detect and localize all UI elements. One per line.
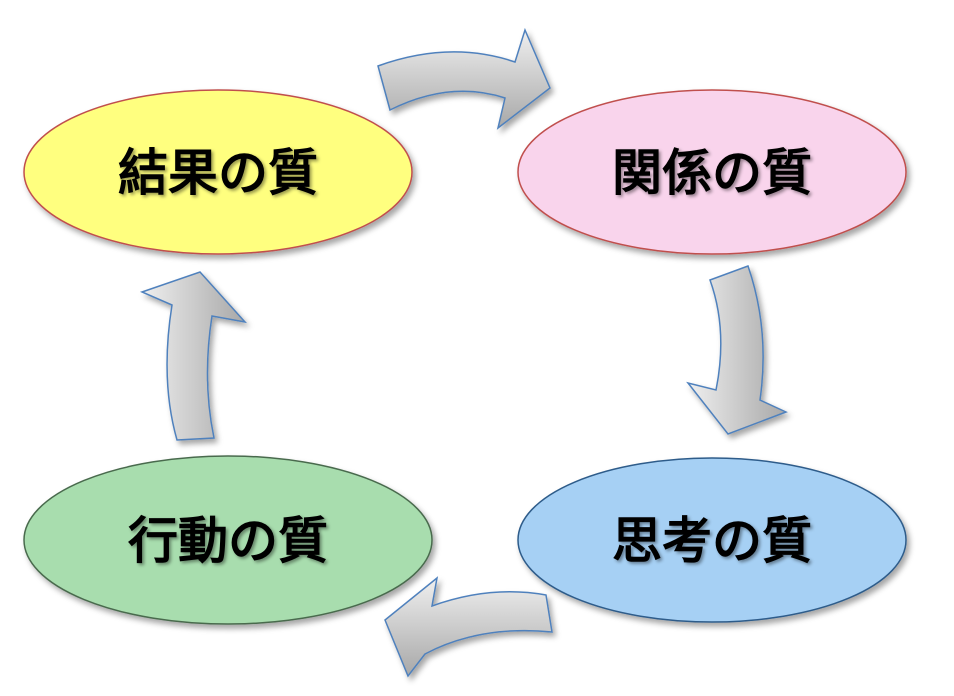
node-relation: 関係の質	[517, 89, 907, 255]
node-action: 行動の質	[23, 455, 433, 625]
arrow-left-icon	[384, 576, 553, 678]
node-thinking: 思考の質	[517, 457, 907, 623]
node-label: 思考の質	[612, 512, 812, 570]
node-result: 結果の質	[23, 89, 413, 255]
node-label: 関係の質	[612, 144, 812, 202]
arrow-right-icon	[377, 27, 551, 130]
arrow-up-icon	[139, 271, 248, 441]
arrow-down-icon	[686, 265, 788, 435]
node-label: 結果の質	[118, 144, 318, 202]
node-label: 行動の質	[128, 512, 328, 570]
